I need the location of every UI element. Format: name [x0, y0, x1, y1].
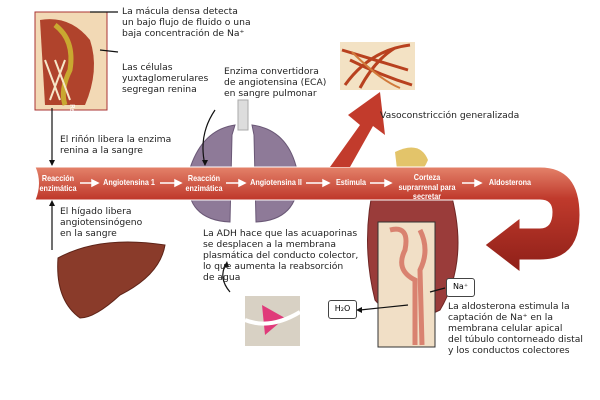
renina-tag: Renina — [68, 104, 76, 128]
step-estimula: Estimula — [335, 177, 367, 187]
vasoconstriction-arrow — [330, 92, 385, 167]
kidney-image — [34, 11, 108, 111]
pathway-arrows — [80, 178, 483, 188]
vasoconstriction-label: Vasoconstricción generalizada — [380, 110, 520, 121]
step-corteza-suprarrenal: Corteza suprarrenal para secretar — [398, 172, 456, 201]
liver-image — [57, 241, 166, 319]
water-box: H₂O — [328, 300, 357, 319]
step-reaccion-enzimatica-1: Reacción enzimática — [39, 173, 77, 193]
pathway-band — [34, 166, 581, 274]
sodium-ion-box: Na⁺ — [446, 278, 475, 297]
arrowheads — [49, 160, 362, 313]
step-angiotensina-1: Angiotensina 1 — [103, 177, 155, 187]
step-angiotensina-2: Angiotensina II — [250, 177, 302, 187]
step-reaccion-enzimatica-2: Reacción enzimática — [185, 173, 223, 193]
step-aldosterona: Aldosterona — [488, 177, 532, 187]
blood-vessels-image — [340, 42, 415, 90]
aquaporin-inset-image — [244, 296, 302, 346]
